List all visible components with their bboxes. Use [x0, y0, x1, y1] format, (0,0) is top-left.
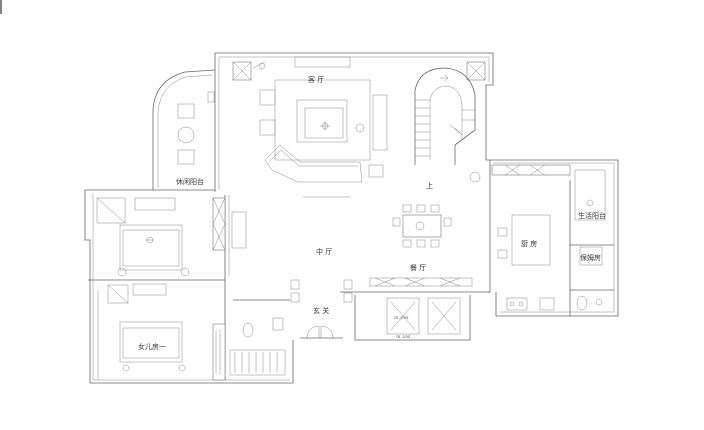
middle-hall-label: 中 厅 — [316, 247, 332, 256]
master-bedroom — [96, 197, 247, 277]
stair-up-label: 上 — [426, 181, 433, 190]
foyer-label: 玄 关 — [313, 306, 329, 315]
kitchen-label: 厨 房 — [521, 239, 537, 248]
dining-table — [369, 204, 473, 287]
nanny-room-label: 保姆房 — [580, 253, 601, 262]
balcony-furniture — [177, 91, 215, 165]
elevator-label-bottom: CB-2CMI — [396, 335, 411, 339]
foyer — [290, 279, 353, 339]
elevator-label-top: CB-2CMI — [394, 316, 409, 320]
bathroom — [229, 299, 290, 376]
service-area — [574, 169, 606, 311]
living-room-label: 客 厅 — [308, 75, 324, 84]
staircase — [414, 67, 481, 183]
kitchen — [491, 164, 571, 311]
living-room — [232, 56, 486, 198]
outer-walls — [84, 52, 619, 384]
leisure-balcony-label: 休闲阳台 — [176, 177, 204, 186]
daughter-room — [97, 283, 226, 381]
dining-room-label: 餐 厅 — [410, 263, 426, 272]
daughter-room-label: 女儿房一 — [138, 342, 166, 351]
elevators — [386, 297, 461, 335]
service-balcony-label: 生活阳台 — [578, 211, 606, 220]
